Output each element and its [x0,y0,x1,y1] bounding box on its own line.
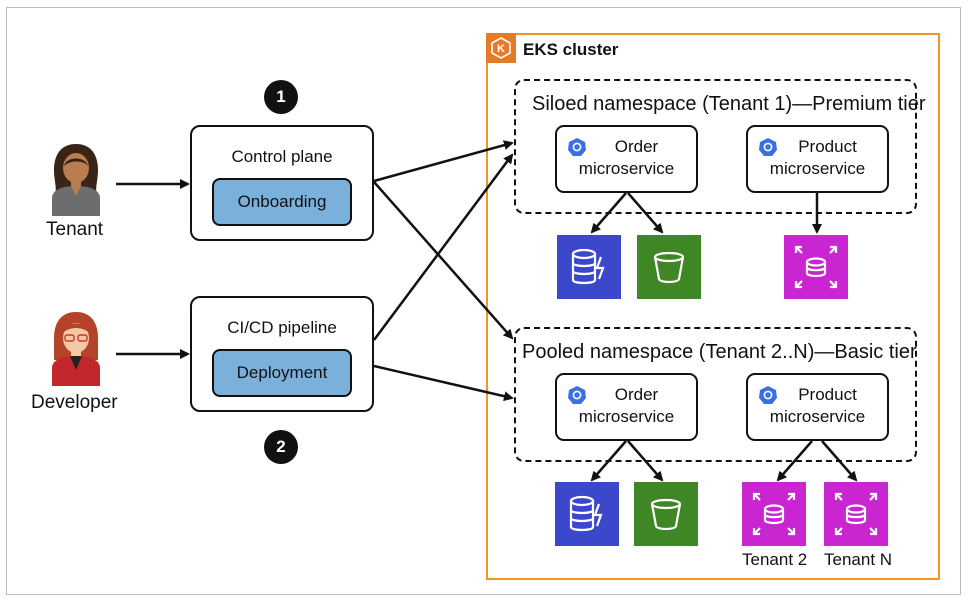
s3-bucket-icon [634,482,698,546]
control-to-pooled-arrow [373,181,514,340]
tenant-2-label: Tenant 2 [742,550,808,569]
pipeline-to-pooled-arrow [373,364,514,402]
service-type: microservice [578,407,675,426]
cicd-pipeline-box: CI/CD pipeline Deployment [190,296,374,412]
eks-cluster [486,33,940,580]
cluster-title: EKS cluster [523,40,619,59]
step-marker-2: 2 [264,430,298,464]
k8s-icon [758,385,778,405]
service-name: Product [798,385,857,404]
deployment-box: Deployment [212,349,352,397]
onboarding-box: Onboarding [212,178,352,226]
control-to-siloed-arrow [373,140,514,183]
siloed-order-microservice: Order microservice [555,125,698,193]
pipeline-to-siloed-arrow [372,153,514,341]
k8s-icon [567,385,587,405]
rds-icon [824,482,888,546]
dynamodb-icon [555,482,619,546]
service-type: microservice [578,159,675,178]
pooled-order-microservice: Order microservice [555,373,698,441]
control-plane-title: Control plane [231,147,333,166]
service-name: Order [614,385,659,404]
service-name: Order [614,137,659,156]
service-name: Product [798,137,857,156]
k8s-icon [567,137,587,157]
service-type: microservice [769,159,866,178]
service-type: microservice [769,407,866,426]
svg-text:K: K [497,43,505,55]
pooled-namespace-title: Pooled namespace (Tenant 2..N)—Basic tie… [522,341,917,363]
siloed-namespace: Siloed namespace (Tenant 1)—Premium tier [514,79,926,214]
siloed-product-microservice: Product microservice [746,125,889,193]
rds-icon [742,482,806,546]
s3-bucket-icon [637,235,701,299]
control-plane-box: Control plane Onboarding [190,125,374,241]
k8s-icon [758,137,778,157]
pooled-namespace: Pooled namespace (Tenant 2..N)—Basic tie… [514,327,917,462]
step-marker-1: 1 [264,80,298,114]
figure-frame [6,7,961,595]
eks-icon: K [486,33,516,63]
siloed-namespace-title: Siloed namespace (Tenant 1)—Premium tier [532,93,926,115]
tenant-person-icon [40,138,112,216]
dynamodb-icon [557,235,621,299]
tenant-n-label: Tenant N [824,550,893,569]
pipeline-title: CI/CD pipeline [227,318,337,337]
rds-icon [784,235,848,299]
developer-person-icon [40,308,112,386]
pooled-product-microservice: Product microservice [746,373,889,441]
tenant-label: Tenant [46,219,104,240]
developer-label: Developer [31,392,118,413]
